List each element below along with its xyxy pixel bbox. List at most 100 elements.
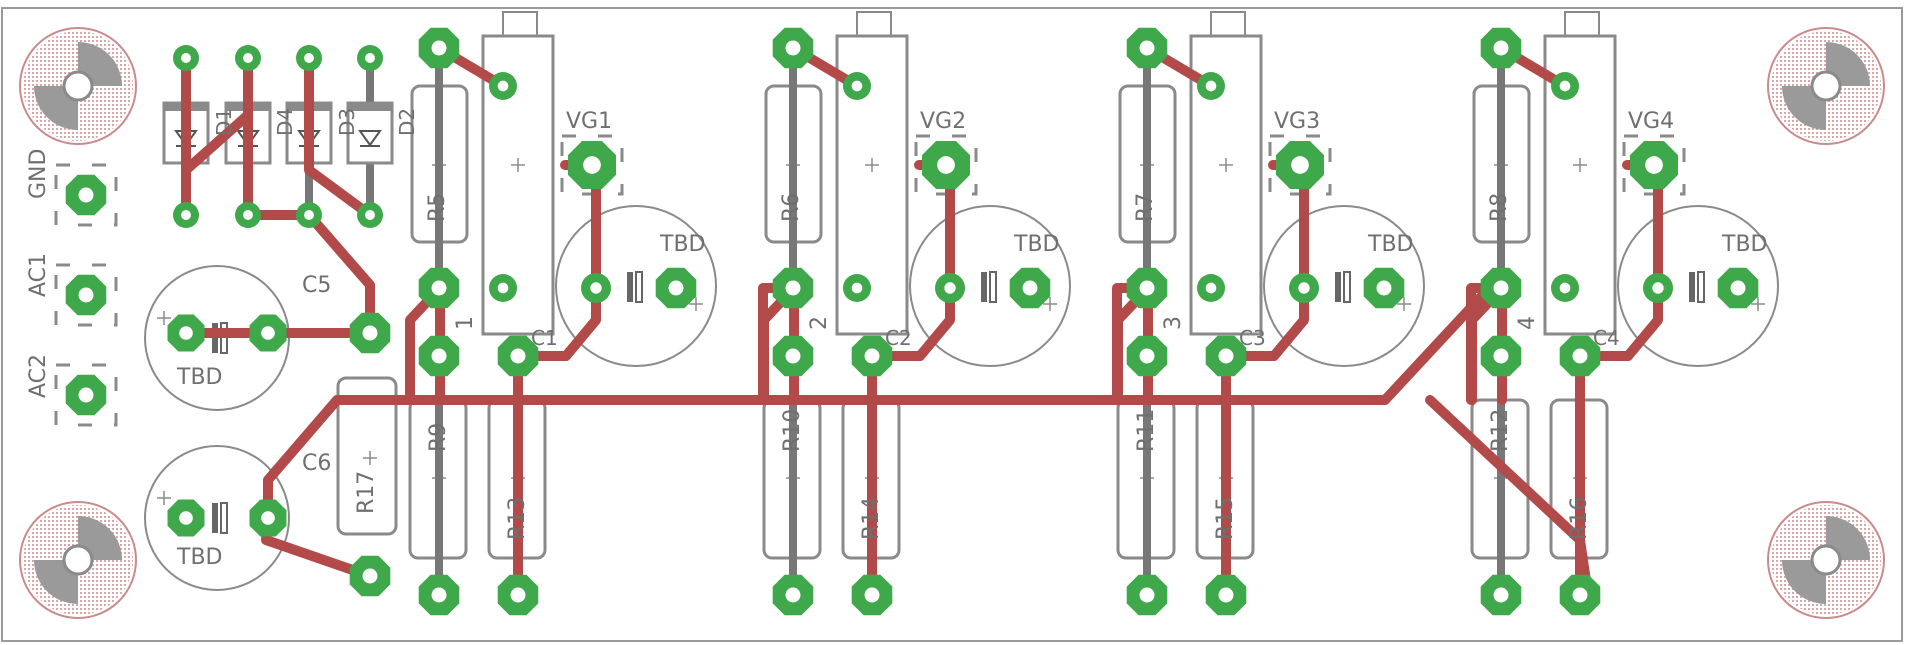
regulator-tab: [1564, 11, 1600, 37]
diode-body: [346, 101, 394, 165]
cap-plate: [989, 271, 997, 303]
cap-label-c6: C6: [302, 451, 331, 476]
pad-hole: [1205, 282, 1217, 294]
mounting-hole-quadrant: [1782, 560, 1826, 604]
mounting-hole-quadrant: [1826, 42, 1870, 86]
pad-hole: [179, 326, 193, 340]
pad-hole: [431, 348, 447, 364]
cap-plate: [981, 272, 987, 302]
cap-label: C4: [1593, 326, 1620, 350]
cap-value-c5: TBD: [176, 365, 222, 390]
pad-hole: [785, 40, 801, 56]
regulator-tab: [1210, 11, 1246, 37]
regulator-tab: [856, 11, 892, 37]
electrolytic-cap-outline: [1617, 205, 1779, 367]
mounting-hole-quadrant: [1782, 86, 1826, 130]
pad-hole: [1139, 348, 1155, 364]
pad-hole: [864, 348, 880, 364]
regulator-label: 4: [1515, 316, 1540, 330]
pad-hole: [1572, 348, 1588, 364]
cap-label-c5: C5: [302, 273, 331, 298]
pad-hole: [497, 80, 509, 92]
pad-hole: [261, 326, 275, 340]
pad-hole: [944, 282, 956, 294]
electrolytic-cap-outline: [909, 205, 1071, 367]
cap-value-label: TBD: [1721, 232, 1767, 257]
diode-label-d3: D3: [335, 108, 359, 136]
connector-label-gnd: GND: [26, 149, 51, 199]
pad-hole: [304, 53, 314, 63]
pad-hole: [362, 568, 378, 584]
pad-hole: [78, 387, 94, 403]
connector-outline: [54, 363, 118, 427]
diode-label-d1: D1: [212, 108, 236, 136]
mounting-hole: [62, 70, 94, 102]
vg-label: VG4: [1628, 109, 1674, 134]
connector-outline: [54, 263, 118, 327]
resistor-label-r17: R17: [354, 471, 379, 514]
vg-label: VG1: [566, 109, 612, 134]
pad-hole: [78, 187, 94, 203]
pad-hole: [510, 587, 526, 603]
cap-plate: [212, 503, 218, 533]
pad-hole: [851, 80, 863, 92]
resistor-label-low: R14: [859, 497, 884, 540]
pad-hole: [497, 282, 509, 294]
trace: [243, 210, 375, 338]
pad-hole: [365, 210, 375, 220]
pad-hole: [1493, 40, 1509, 56]
cap-value-label: TBD: [1013, 232, 1059, 257]
pad-hole: [1298, 282, 1310, 294]
pad-hole: [1218, 348, 1234, 364]
resistor-label-mid: R11: [1134, 409, 1159, 452]
regulator-label: 1: [453, 316, 478, 330]
pad-hole: [261, 511, 275, 525]
resistor-label-low: R13: [505, 497, 530, 540]
pad-hole: [1645, 156, 1663, 174]
diode-label-d2: D2: [395, 108, 419, 136]
resistor-label-top: R5: [425, 193, 450, 222]
trace: [304, 53, 375, 220]
cap-value-label: TBD: [1367, 232, 1413, 257]
mounting-hole-quadrant: [1826, 516, 1870, 560]
regulator-tab: [502, 11, 538, 37]
cap-plate: [1343, 271, 1351, 303]
mounting-hole-quadrant: [78, 516, 122, 560]
cap-plate: [1697, 271, 1705, 303]
resistor-label-mid: R10: [780, 409, 805, 452]
pad-hole: [365, 53, 375, 63]
pad-hole: [78, 287, 94, 303]
electrolytic-cap-outline: [555, 205, 717, 367]
cap-label: C2: [885, 326, 912, 350]
pad-hole: [1559, 282, 1571, 294]
cap-plate: [635, 271, 643, 303]
mounting-hole: [1810, 544, 1842, 576]
connector-label-ac2: AC2: [26, 354, 51, 398]
pad-hole: [1652, 282, 1664, 294]
cap-value-label: TBD: [659, 232, 705, 257]
pad-layer: [65, 27, 1759, 616]
pad-hole: [1572, 587, 1588, 603]
cap-label: C1: [531, 326, 558, 350]
mounting-hole-quadrant: [34, 560, 78, 604]
pad-hole: [1376, 280, 1392, 296]
trace-ground-bus: [263, 280, 1497, 523]
pad-hole: [510, 348, 526, 364]
mounting-hole-quadrant: [78, 42, 122, 86]
pad-hole: [431, 280, 447, 296]
cap-label: C3: [1239, 326, 1266, 350]
pad-hole: [181, 53, 191, 63]
pad-hole: [1022, 280, 1038, 296]
resistor-label-top: R7: [1133, 193, 1158, 222]
pad-hole: [590, 282, 602, 294]
trace: [181, 110, 253, 175]
pad-hole: [785, 280, 801, 296]
resistor-label-low: R16: [1567, 497, 1592, 540]
pad-hole: [1139, 587, 1155, 603]
vg-label: VG2: [920, 109, 966, 134]
connector-label-ac1: AC1: [26, 253, 51, 297]
cap-plate: [220, 502, 228, 534]
pad-hole: [362, 325, 378, 341]
mounting-hole-ring: [1767, 27, 1885, 145]
